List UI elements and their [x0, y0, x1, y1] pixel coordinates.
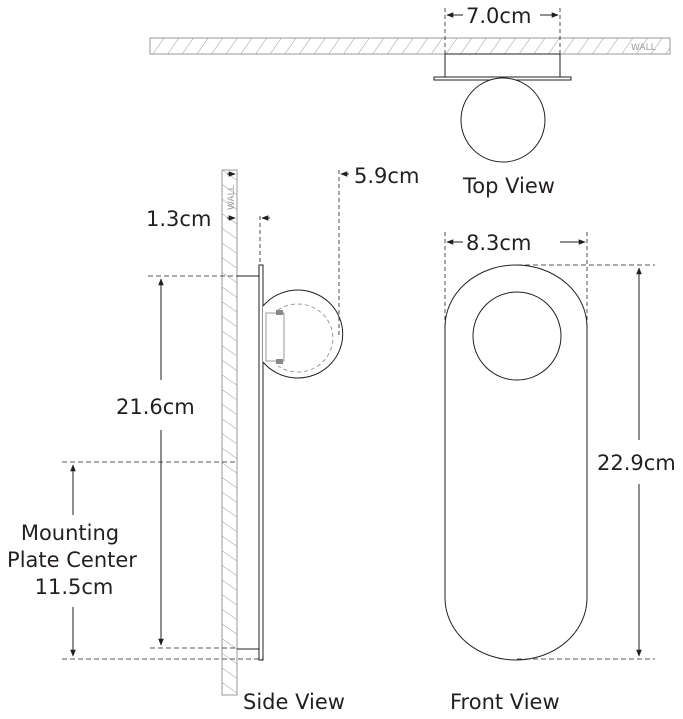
top-view: WALL 7.0cm Top View [149, 4, 671, 198]
side-view-socket [265, 312, 285, 362]
front-view-globe [472, 291, 562, 381]
front-view-width-label: 8.3cm [466, 231, 531, 255]
side-view-offset-label: 1.3cm [146, 207, 211, 231]
side-view: WALL 1.3cm 5.9cm 21.6cm Mounting P [7, 164, 419, 714]
top-view-title: Top View [462, 174, 555, 198]
side-view-title: Side View [243, 690, 345, 714]
side-view-wall-label: WALL [227, 185, 237, 210]
side-view-socket-clip-bottom [276, 359, 283, 364]
top-view-width-label: 7.0cm [466, 4, 531, 28]
front-view: 8.3cm 22.9cm Front View [444, 231, 676, 714]
top-view-globe [460, 77, 546, 163]
side-view-backplate [258, 264, 264, 661]
side-view-mount-label-line2: Plate Center [7, 548, 137, 572]
side-view-wall [221, 169, 238, 696]
side-view-height-label: 21.6cm [116, 395, 195, 419]
top-view-wall-label: WALL [631, 43, 656, 53]
side-view-projection-label: 5.9cm [354, 164, 419, 188]
front-view-title: Front View [450, 690, 560, 714]
side-view-mount-label-line1: Mounting [21, 521, 119, 545]
side-view-mount-dimension: 11.5cm [35, 575, 114, 599]
top-view-wall [149, 37, 671, 55]
side-view-socket-dashed [277, 303, 334, 373]
top-view-canopy [444, 53, 561, 78]
front-view-height-label: 22.9cm [597, 451, 676, 475]
side-view-socket-clip-top [276, 310, 283, 315]
